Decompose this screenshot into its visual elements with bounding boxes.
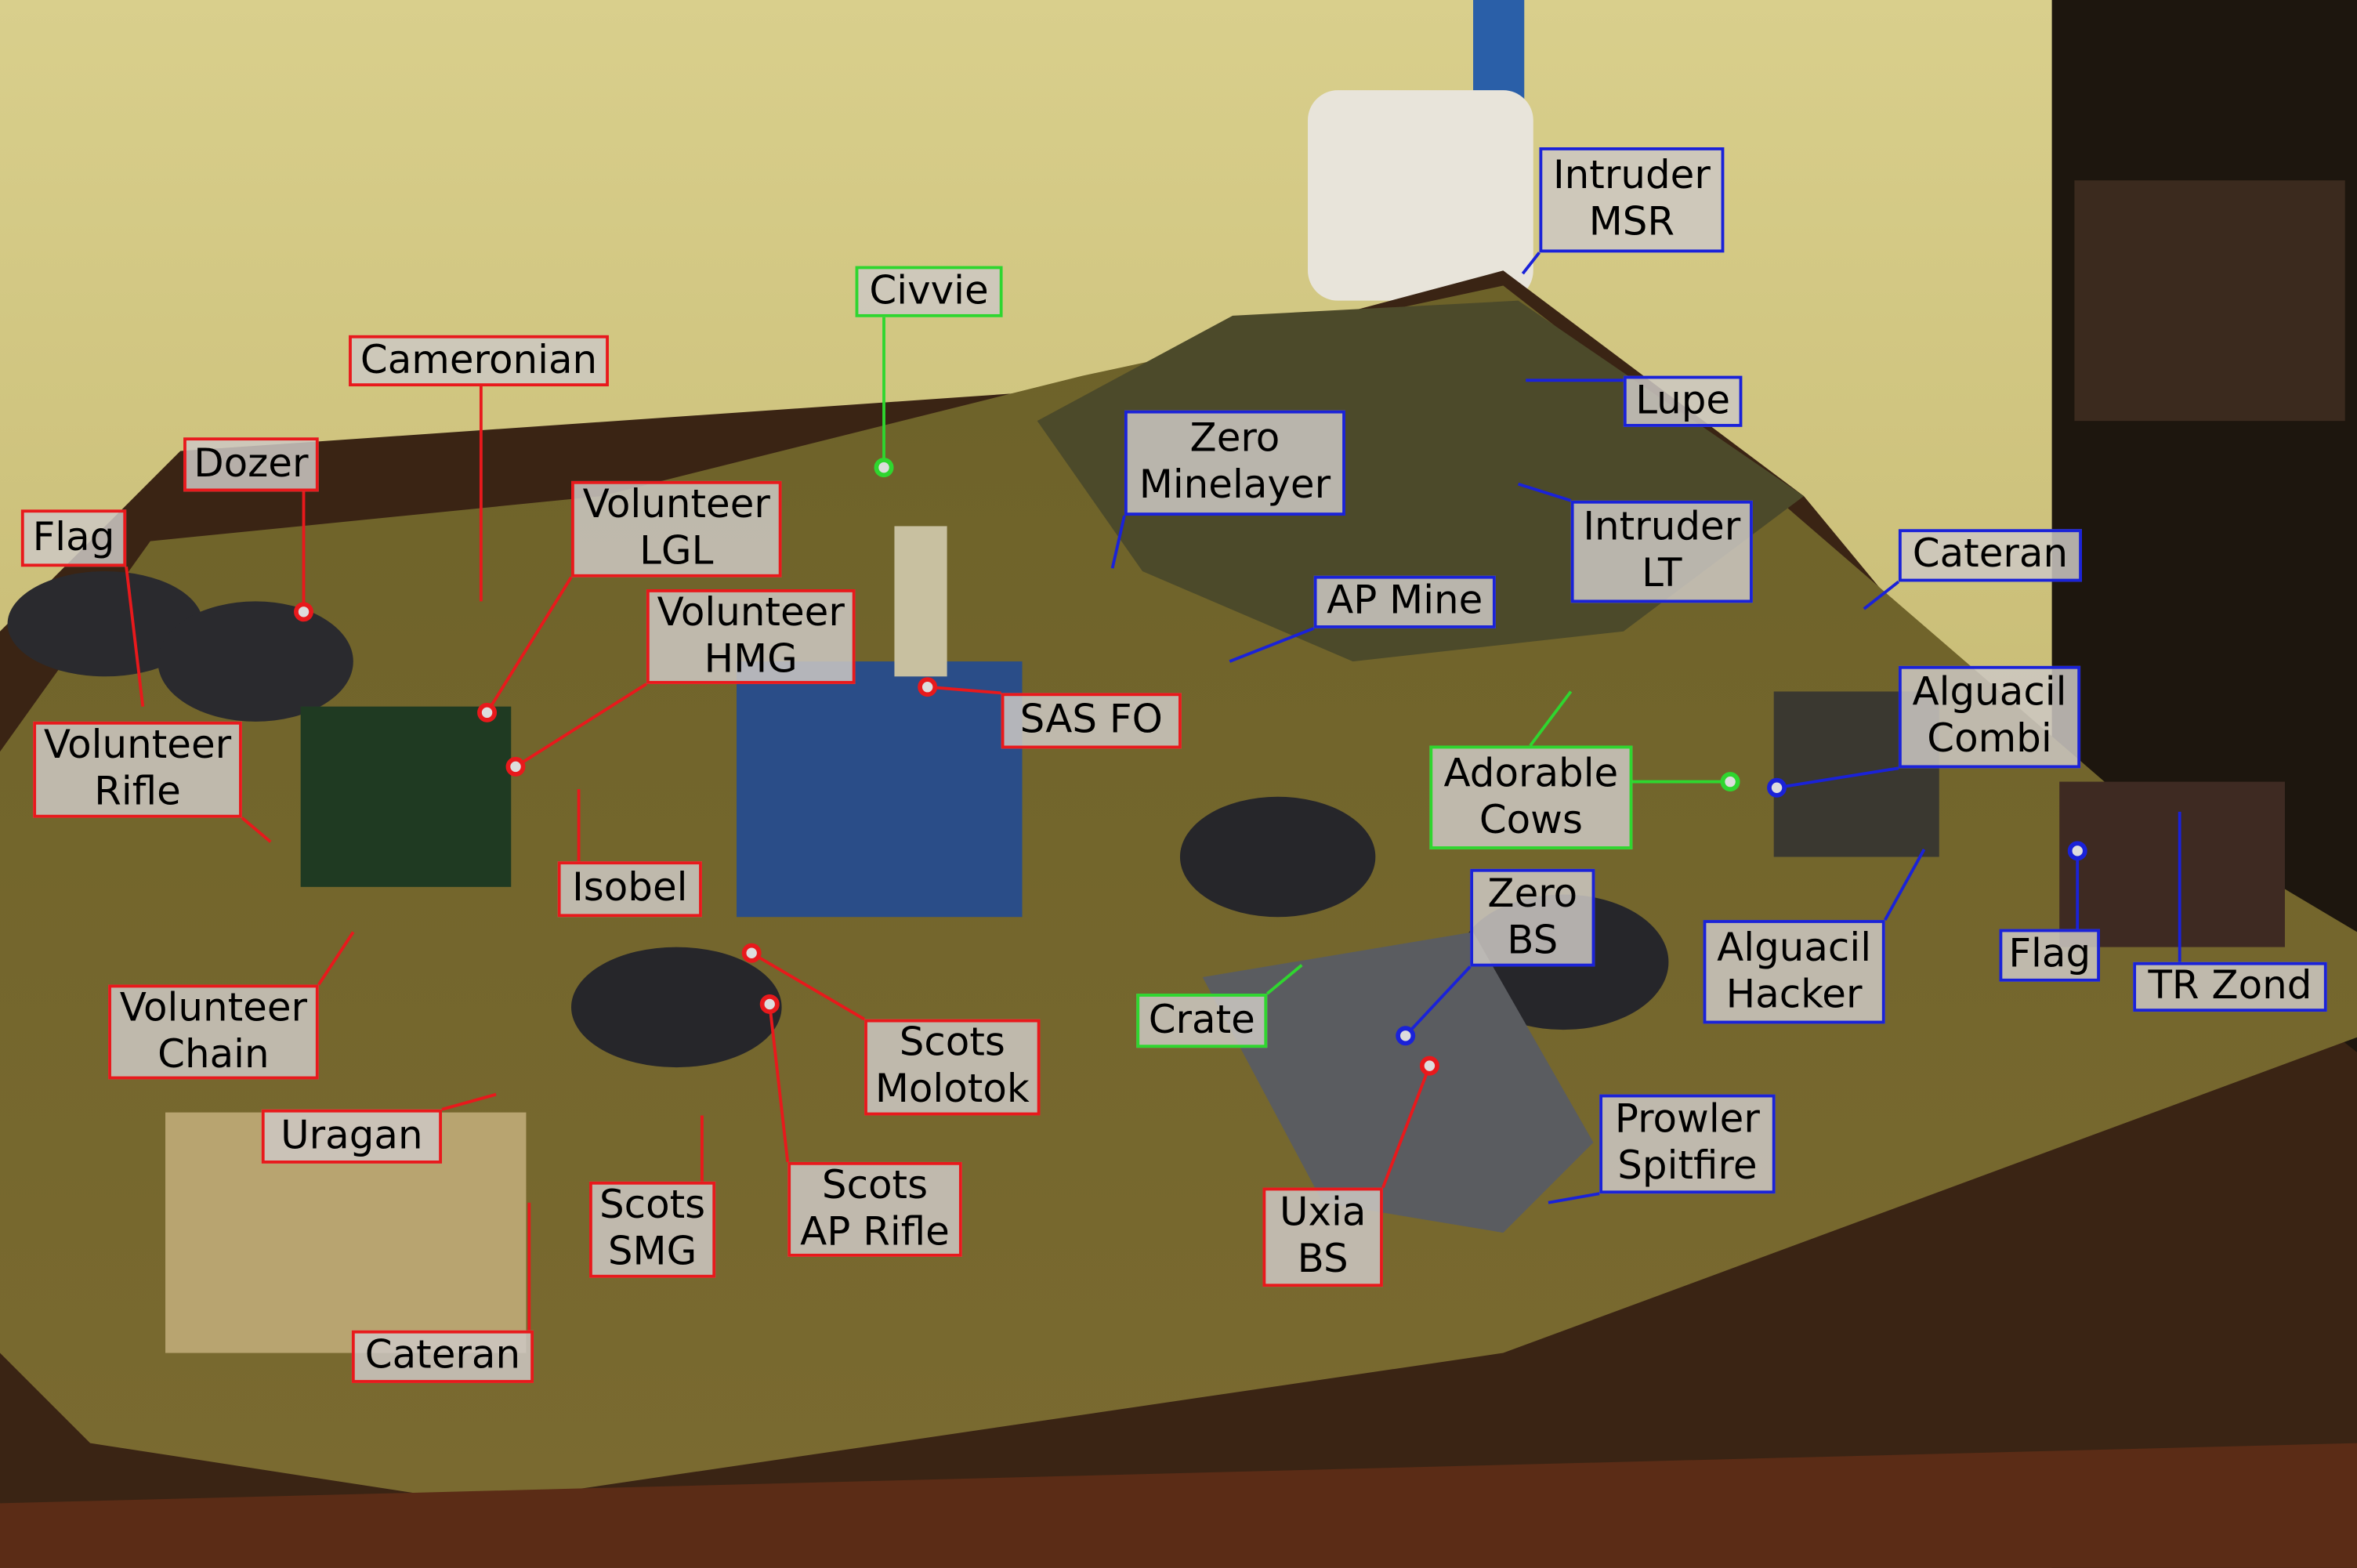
- leader-line-ap-mine: [1229, 627, 1315, 663]
- label-volunteer-hmg: Volunteer HMG: [646, 589, 856, 684]
- label-volunteer-chain: Volunteer Chain: [108, 984, 319, 1080]
- marker-dot: [874, 458, 894, 478]
- label-crate: Crate: [1136, 994, 1268, 1048]
- label-intruder-msr: Intruder MSR: [1539, 147, 1725, 253]
- leader-line-scots-molotok: [751, 951, 866, 1021]
- marker-dot: [2067, 841, 2087, 861]
- leader-line-cateran: [1863, 580, 1900, 610]
- leader-line-scots-ap-rifle: [768, 1004, 790, 1163]
- label-alguacil-hacker: Alguacil Hacker: [1703, 920, 1885, 1024]
- label-volunteer-lgl: Volunteer LGL: [570, 480, 782, 578]
- label-uxia-bs: Uxia BS: [1262, 1187, 1383, 1287]
- label-zero-minelayer: Zero Minelayer: [1124, 410, 1345, 516]
- leader-line-volunteer-lgl: [485, 576, 573, 714]
- label-lupe: Lupe: [1623, 375, 1743, 427]
- leader-line-volunteer-hmg: [514, 683, 647, 769]
- label-cateran: Cateran: [351, 1330, 534, 1383]
- marker-dot: [1396, 1026, 1416, 1046]
- leader-line-sas-fo: [927, 685, 1001, 695]
- label-uragan: Uragan: [261, 1109, 443, 1164]
- leader-line-volunteer-chain: [317, 931, 355, 986]
- marker-dot: [477, 702, 498, 722]
- marker-dot: [1767, 777, 1787, 798]
- label-intruder-lt: Intruder LT: [1570, 500, 1753, 603]
- label-volunteer-rifle: Volunteer Rifle: [33, 721, 242, 818]
- leader-line-uragan: [441, 1092, 497, 1111]
- label-scots-molotok: Scots Molotok: [864, 1019, 1041, 1116]
- label-flag: Flag: [1999, 929, 2101, 982]
- leader-line-adorable-cows: [1529, 690, 1573, 747]
- label-prowler-spitfire: Prowler Spitfire: [1599, 1094, 1776, 1194]
- leader-line-intruder-lt: [1518, 482, 1572, 502]
- label-alguacil-combi: Alguacil Combi: [1898, 665, 2081, 769]
- marker-dot: [741, 943, 762, 963]
- marker-dot: [1720, 772, 1740, 792]
- leader-line-volunteer-rifle: [241, 817, 272, 843]
- label-scots-ap-rifle: Scots AP Rifle: [787, 1161, 962, 1257]
- leader-line-crate: [1265, 964, 1303, 995]
- label-cameronian: Cameronian: [349, 335, 609, 387]
- leader-line-flag: [125, 567, 145, 707]
- marker-dot: [294, 602, 313, 622]
- marker-dot: [918, 677, 938, 697]
- label-zero-bs: Zero BS: [1470, 868, 1595, 967]
- label-isobel: Isobel: [557, 861, 702, 918]
- leader-line-zero-minelayer: [1110, 515, 1126, 569]
- label-flag: Flag: [20, 509, 127, 567]
- label-scots-smg: Scots SMG: [589, 1181, 716, 1278]
- label-adorable-cows: Adorable Cows: [1429, 745, 1633, 849]
- marker-dot: [759, 994, 780, 1014]
- leader-line-uxia-bs: [1381, 1065, 1432, 1189]
- label-dozer: Dozer: [183, 437, 319, 492]
- leader-line-zero-bs: [1404, 965, 1472, 1037]
- label-tr-zond: TR Zond: [2133, 961, 2327, 1012]
- marker-dot: [1419, 1056, 1439, 1076]
- label-cateran: Cateran: [1898, 529, 2082, 582]
- leader-line-intruder-msr: [1521, 252, 1541, 275]
- leader-line-alguacil-hacker: [1883, 848, 1926, 921]
- leader-line-alguacil-combi: [1776, 766, 1899, 790]
- leader-line-prowler-spitfire: [1548, 1192, 1600, 1204]
- label-ap-mine: AP Mine: [1313, 575, 1496, 628]
- label-civvie: Civvie: [855, 266, 1003, 317]
- label-sas-fo: SAS FO: [1001, 693, 1182, 749]
- marker-dot: [505, 756, 526, 777]
